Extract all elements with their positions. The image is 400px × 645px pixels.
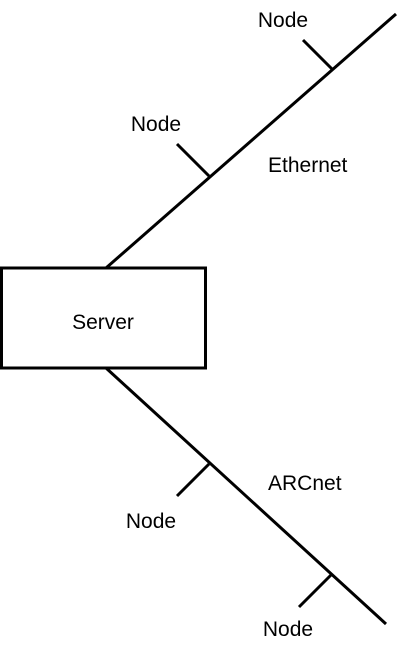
arcnet-node-stub-bottom [297,573,333,609]
ethernet-label: Ethernet [268,154,348,177]
node-label: Node [258,9,308,32]
server-box-frame [0,266,207,370]
node-label: Node [126,510,176,533]
arcnet-label: ARCnet [268,472,342,495]
node-label: Node [263,618,313,641]
ethernet-node-stub-top [301,38,335,72]
node-label: Node [131,113,181,136]
arcnet-bus-line [104,366,388,626]
server-label: Server [72,311,134,334]
arcnet-node-stub-middle [175,462,211,498]
ethernet-node-stub-middle [175,142,211,178]
ethernet-bus-line [105,12,397,270]
server-box: Server [0,266,207,370]
